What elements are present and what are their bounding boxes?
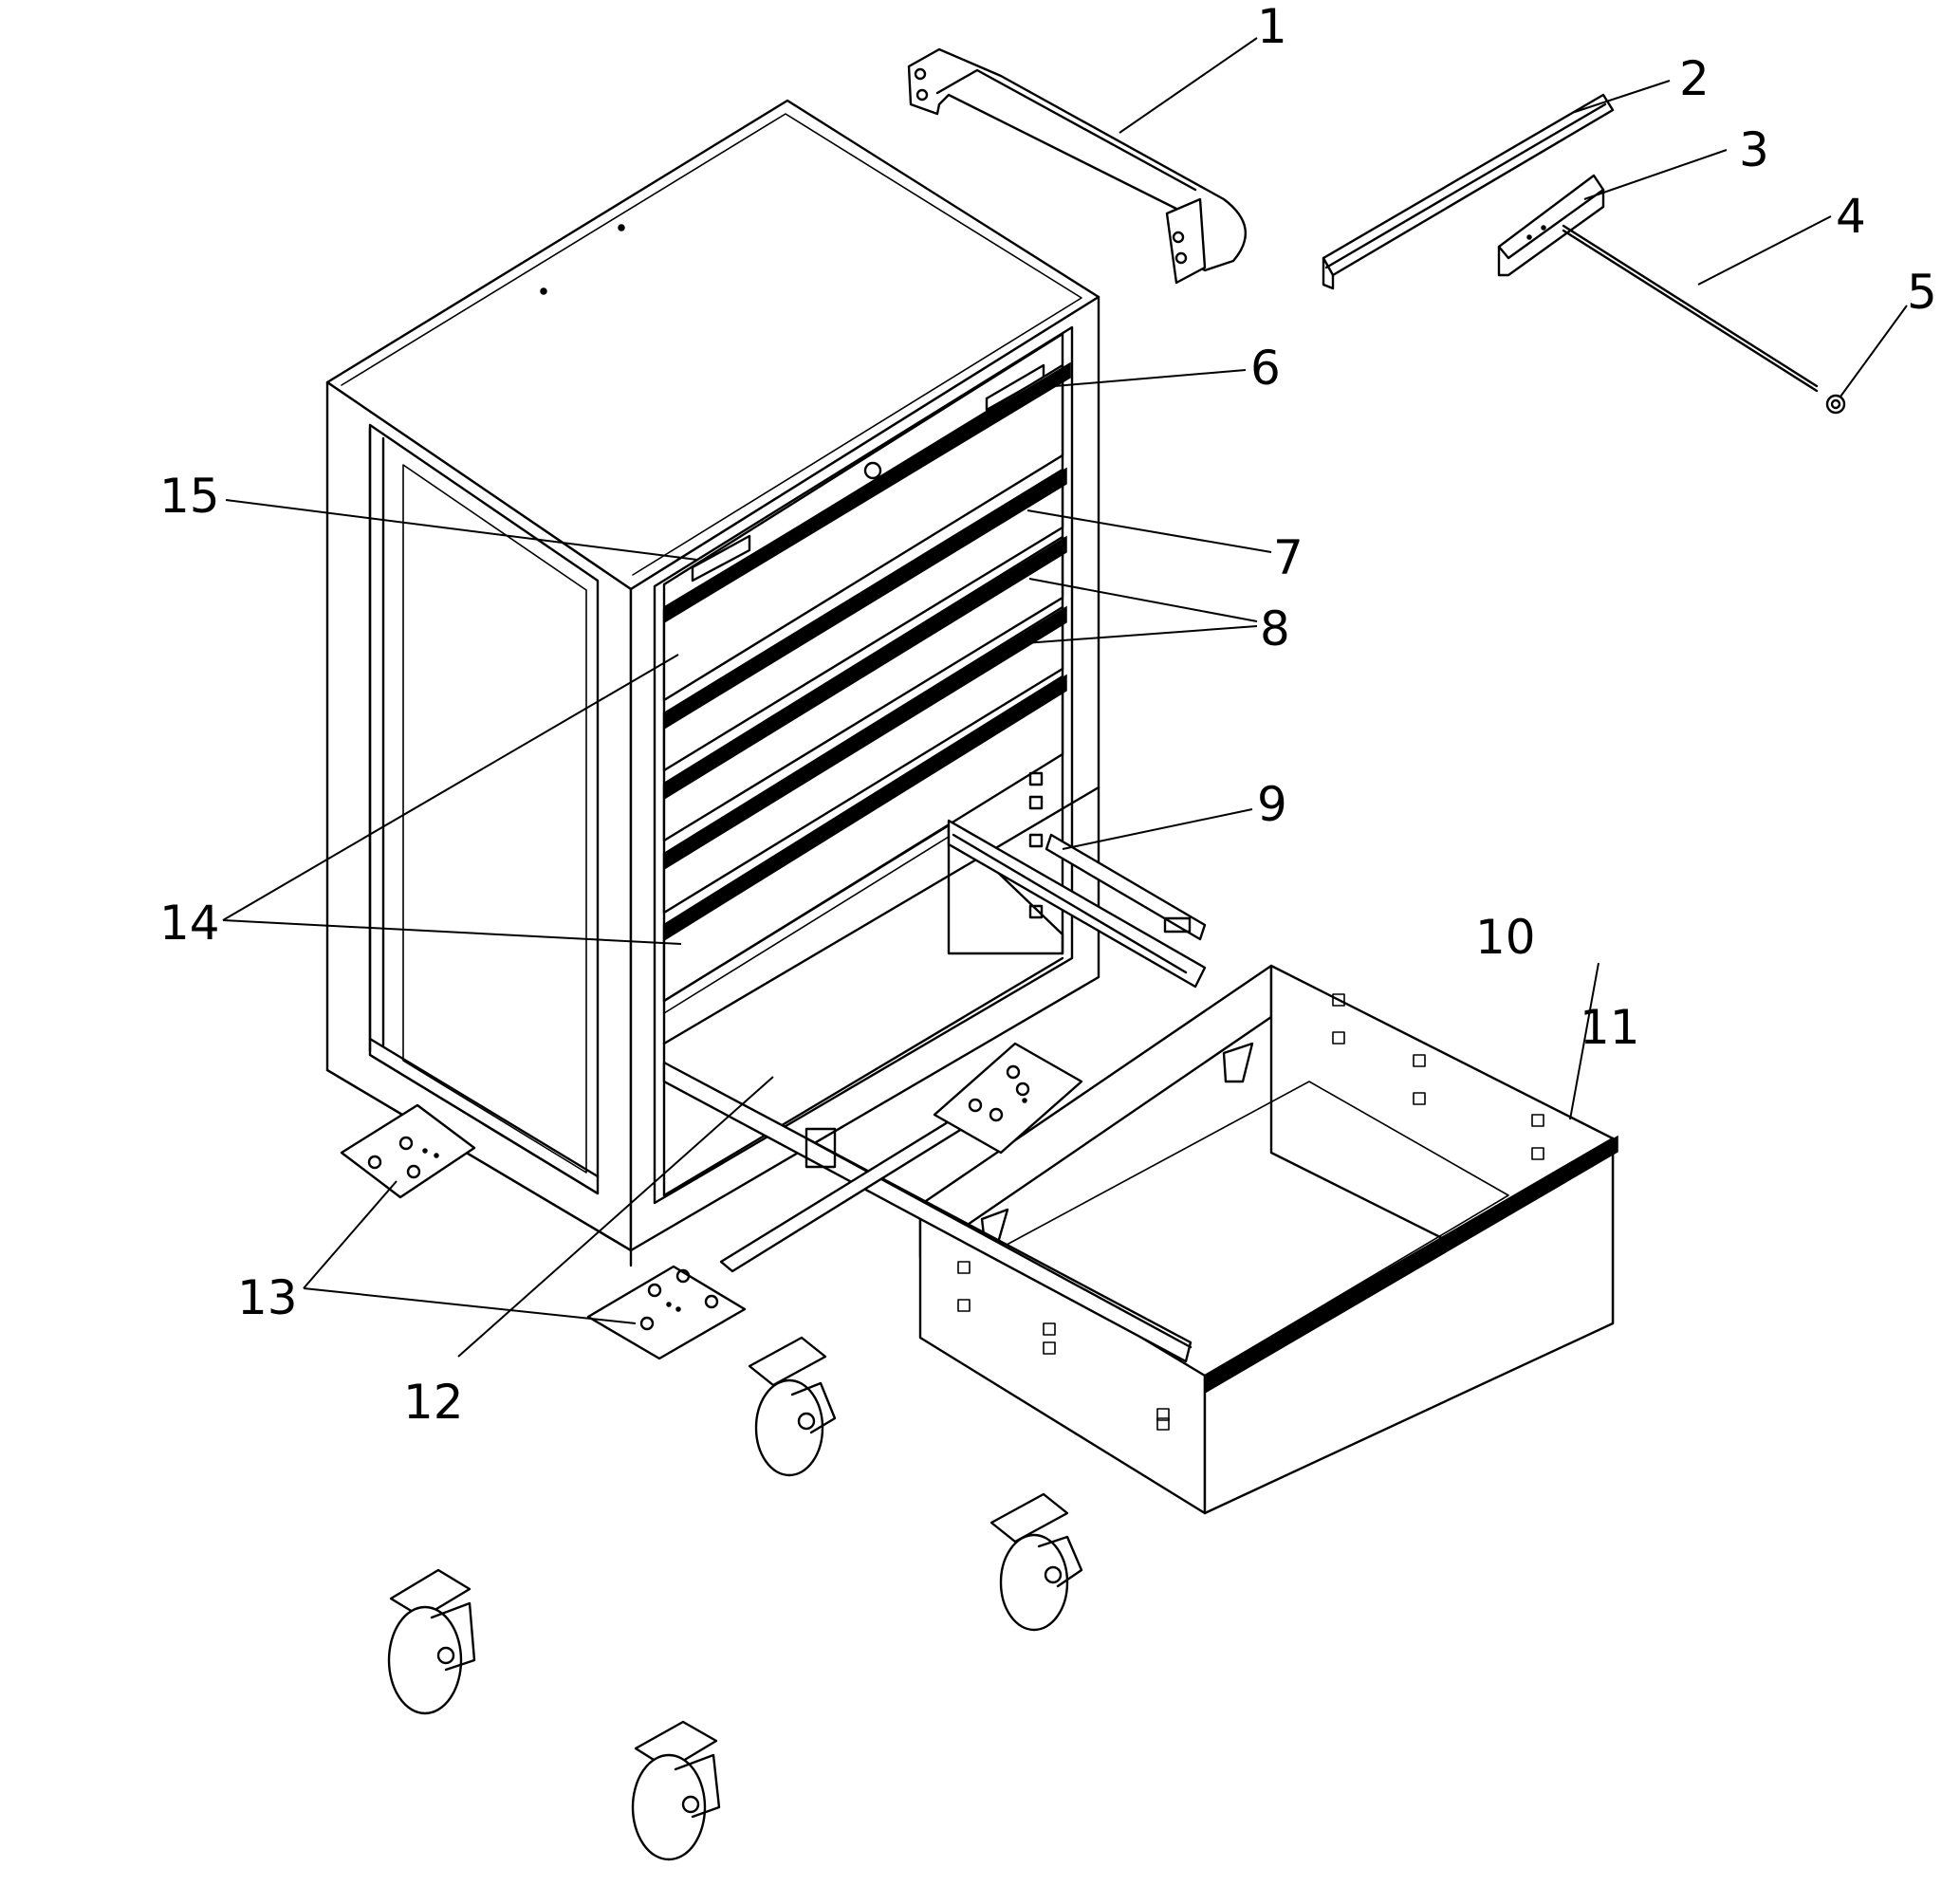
callout-12: 12	[403, 1375, 464, 1430]
callout-8: 8	[1260, 601, 1290, 656]
nut-part	[1825, 394, 1846, 415]
caster-wheel-4	[631, 1720, 721, 1861]
callout-14: 14	[159, 896, 220, 951]
mount-plate-part	[340, 1042, 1083, 1360]
callout-9: 9	[1257, 777, 1287, 832]
drawer-part	[918, 964, 1618, 1515]
leader-lines	[222, 37, 1908, 1358]
cabinet-body	[325, 99, 1100, 1267]
callout-15: 15	[159, 469, 220, 524]
drawer-slide-part	[662, 819, 1207, 1363]
callout-5: 5	[1907, 265, 1937, 320]
callout-4: 4	[1836, 189, 1866, 244]
callout-7: 7	[1273, 530, 1304, 585]
slide-rail-part	[1322, 93, 1615, 290]
callout-3: 3	[1739, 122, 1769, 177]
callout-10: 10	[1475, 910, 1536, 965]
bracket-part	[1497, 174, 1605, 277]
caster-wheel-2	[989, 1492, 1083, 1632]
rod-part	[1562, 224, 1819, 393]
caster-wheel-3	[387, 1568, 476, 1715]
callout-2: 2	[1679, 51, 1710, 106]
caster-wheel-1	[748, 1336, 837, 1477]
callout-6: 6	[1250, 341, 1281, 396]
handle-part	[907, 47, 1247, 285]
callout-13: 13	[237, 1270, 298, 1325]
callout-labels: 1 2 3 4 5 6 7 8 9 10 11 12 13 14 15	[159, 0, 1937, 1430]
callout-1: 1	[1257, 0, 1287, 54]
callout-11: 11	[1580, 1000, 1640, 1055]
